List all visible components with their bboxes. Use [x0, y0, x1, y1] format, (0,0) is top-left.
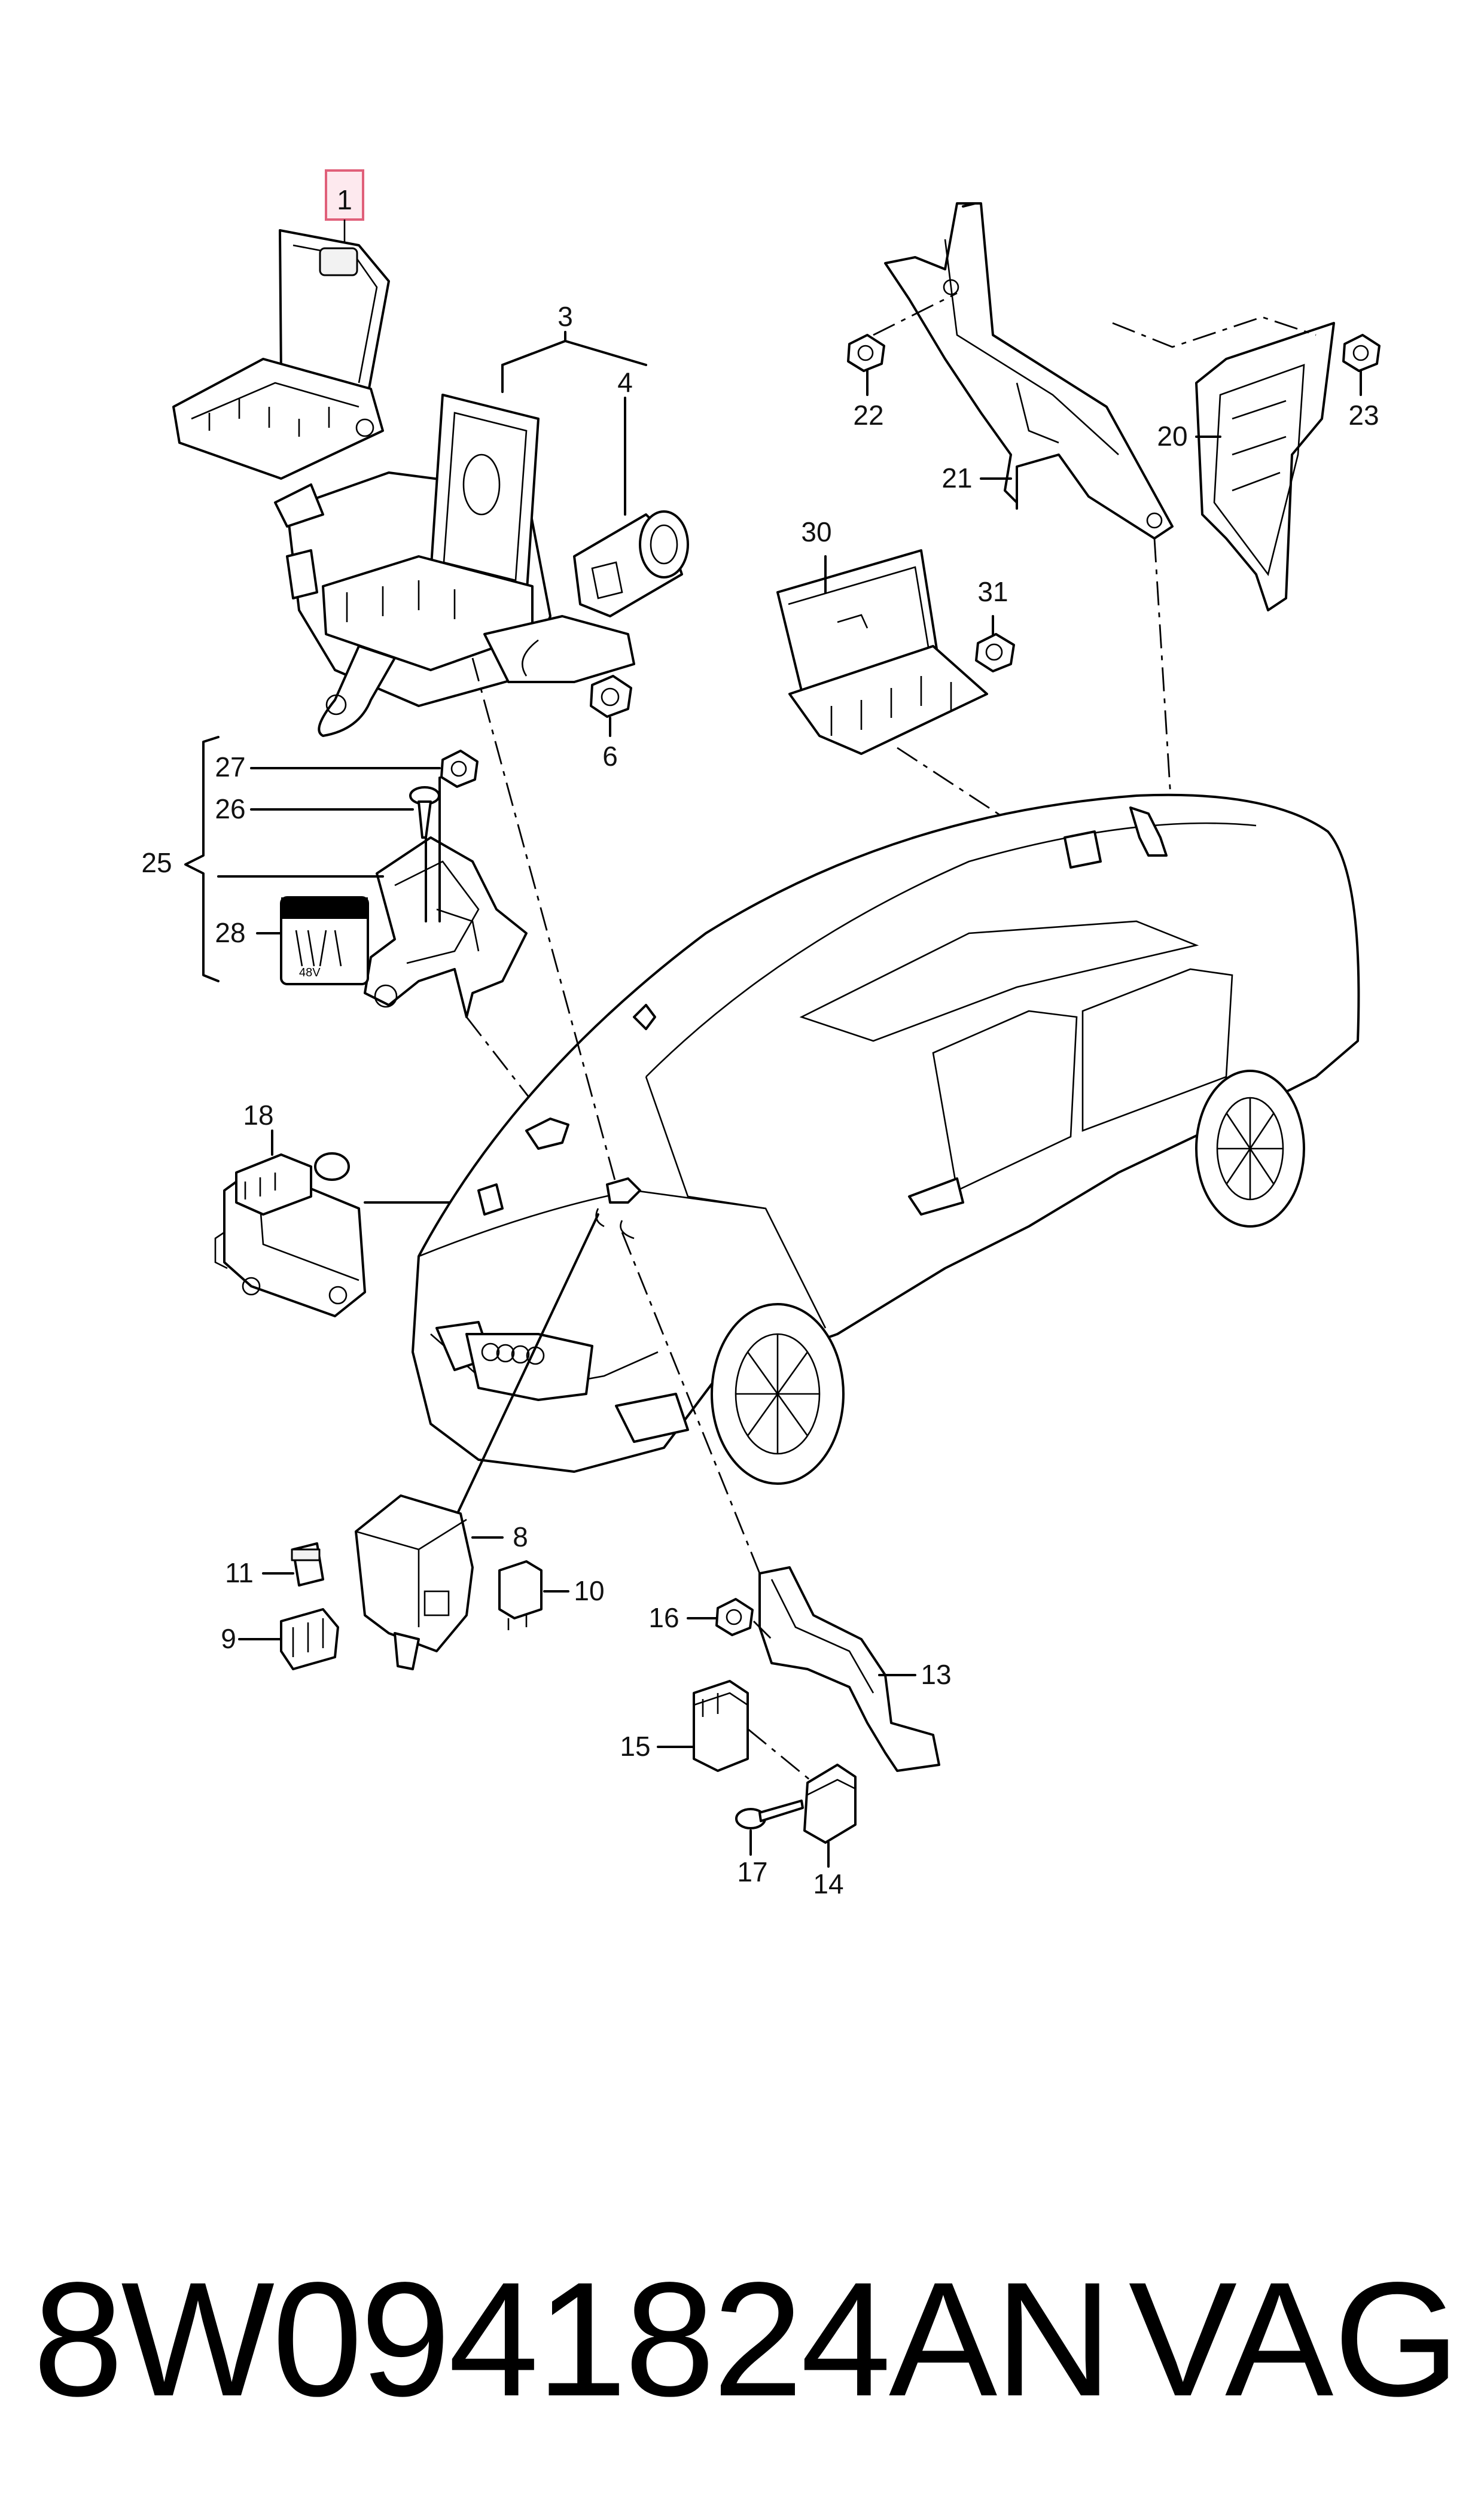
part-13-bracket	[758, 1566, 940, 1772]
callout-8: 8	[513, 1521, 528, 1552]
callout-28: 28	[215, 917, 245, 948]
part-18-control-module	[214, 1152, 366, 1317]
callout-10: 10	[574, 1575, 604, 1606]
callout-23: 23	[1348, 400, 1379, 431]
callout-16: 16	[648, 1602, 679, 1633]
part-28-warning-label: 48V	[280, 896, 369, 985]
callout-11: 11	[225, 1557, 254, 1588]
callout-20: 20	[1157, 421, 1187, 452]
part-14-module	[803, 1764, 857, 1844]
callout-25: 25	[141, 847, 172, 878]
brand-name: VAG	[1128, 2248, 1460, 2430]
part-9-connector	[280, 1608, 339, 1670]
callout-4: 4	[617, 367, 633, 398]
callout-26: 26	[215, 793, 245, 824]
callout-6: 6	[602, 741, 618, 772]
callout-15: 15	[620, 1731, 650, 1762]
part-30-fuse-box	[776, 549, 988, 755]
part-1-fuse-holder	[172, 169, 390, 480]
part-8-relay-box	[355, 1494, 474, 1670]
callout-1: 1	[337, 184, 352, 215]
callout-13: 13	[921, 1659, 951, 1690]
part-20-cover	[1195, 322, 1335, 611]
part-17-screw	[735, 1800, 804, 1829]
part-22-nut	[847, 334, 885, 372]
callout-27: 27	[215, 751, 245, 783]
part-10-relay	[498, 1560, 543, 1630]
callout-22: 22	[853, 400, 883, 431]
callout-21: 21	[941, 462, 972, 494]
callout-17: 17	[737, 1856, 767, 1887]
part-16-nut	[715, 1598, 754, 1636]
part-27-nut	[440, 750, 479, 788]
part-23-nut	[1342, 334, 1381, 372]
callout-18: 18	[243, 1100, 273, 1131]
part-3-battery-fuse-box	[274, 394, 635, 737]
part-25-bracket-assembly	[364, 836, 528, 1018]
part-15-module	[693, 1680, 749, 1772]
part-31-nut	[975, 633, 1015, 672]
part-number: 8W0941824AN	[33, 2248, 1113, 2430]
callout-9: 9	[221, 1623, 236, 1654]
callout-3: 3	[557, 301, 573, 332]
part-11-fuse	[291, 1542, 324, 1587]
callout-30: 30	[801, 516, 831, 547]
callout-14: 14	[813, 1868, 843, 1899]
label-28-text: 48V	[299, 966, 321, 979]
part-21-bracket	[884, 202, 1174, 540]
car-body	[412, 793, 1360, 1485]
part-26-screw	[409, 786, 440, 839]
part-6-nut	[590, 675, 632, 718]
footer: 8W0941824AN VAG	[0, 2249, 1484, 2429]
part-4-cable-connector	[573, 510, 689, 617]
callout-31: 31	[977, 576, 1008, 607]
